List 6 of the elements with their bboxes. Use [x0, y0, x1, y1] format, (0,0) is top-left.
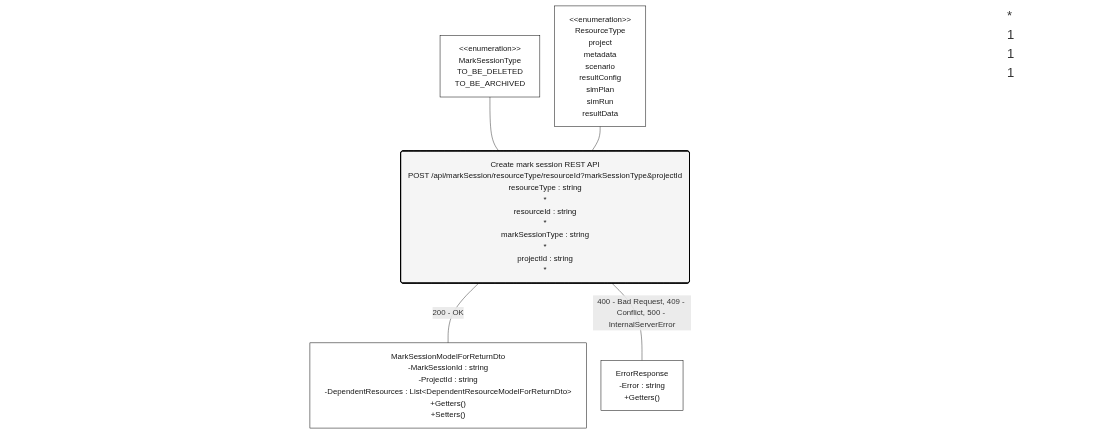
multiplicity-label: 1 [1007, 46, 1016, 61]
multiplicity-label: 1 [1007, 27, 1016, 42]
connector [489, 96, 499, 152]
connector [591, 126, 600, 152]
multiplicity-label: * [1007, 8, 1014, 23]
multiplicity-label: 1 [1007, 65, 1016, 80]
